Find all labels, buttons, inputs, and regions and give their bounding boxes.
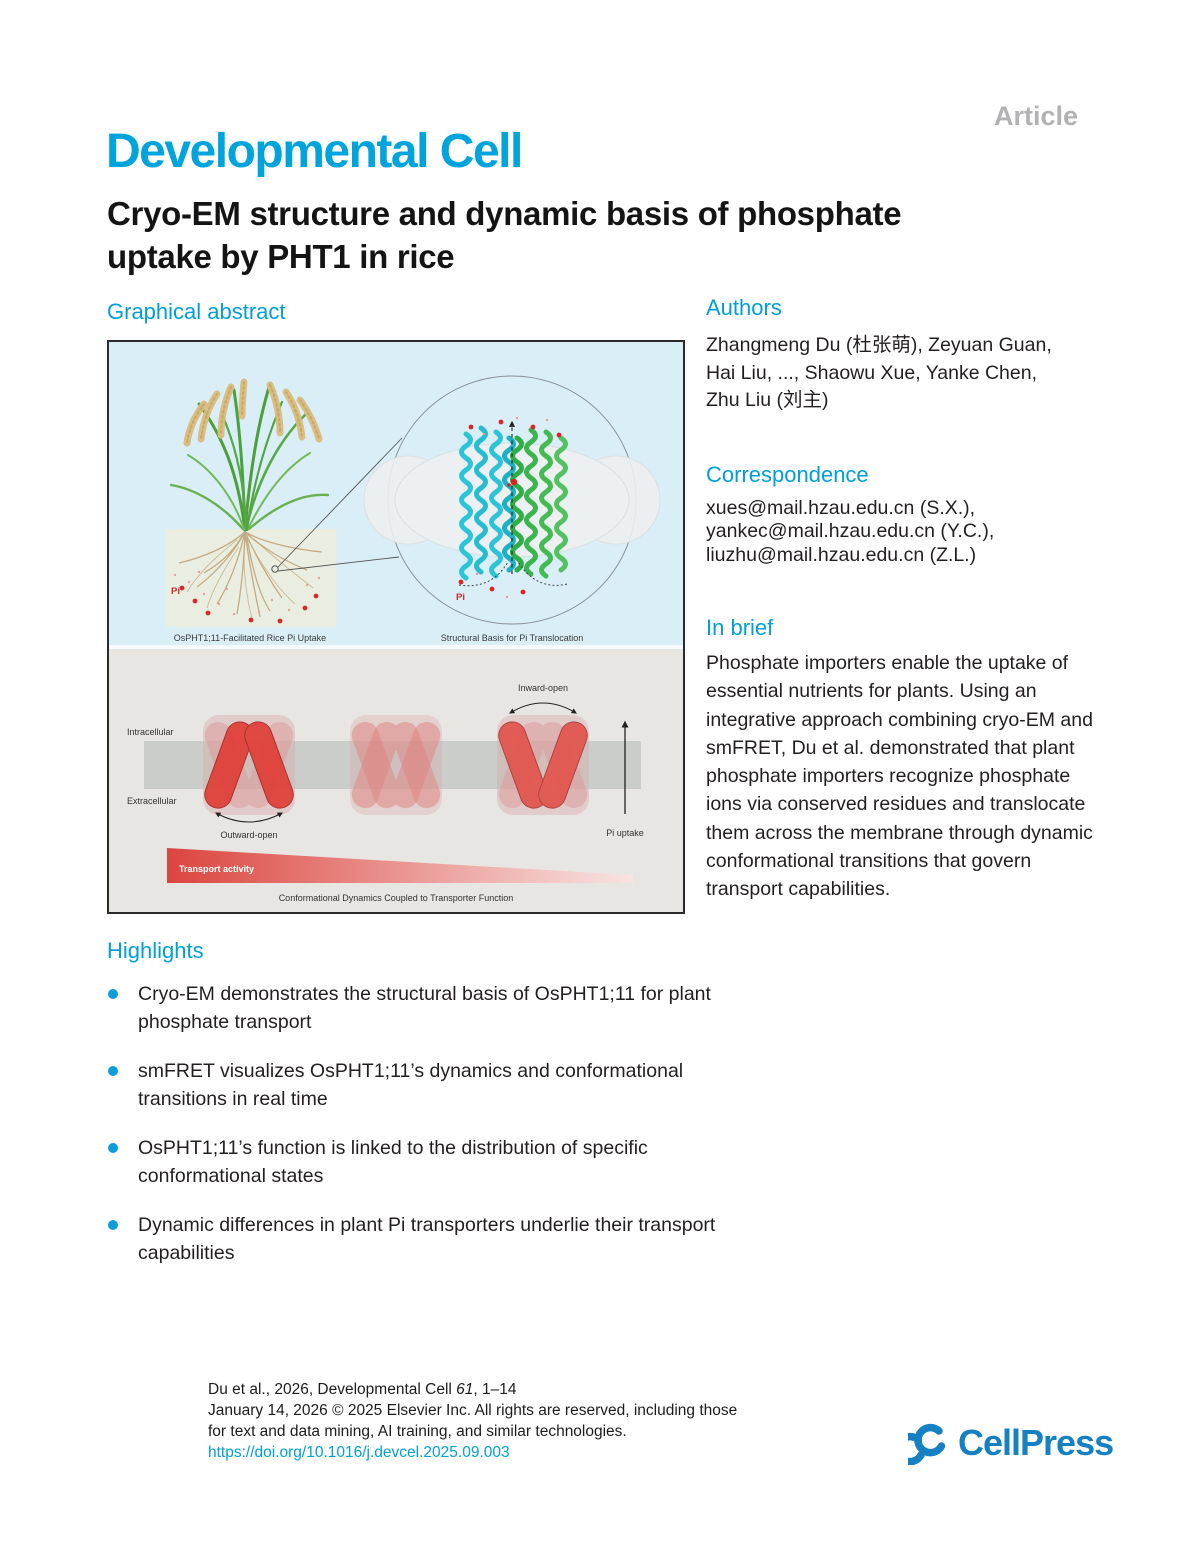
author-line: Zhangmeng Du (杜张萌), Zeyuan Guan,	[706, 334, 1052, 356]
pi-uptake-label: Pi uptake	[606, 828, 644, 838]
highlights-heading: Highlights	[107, 938, 204, 963]
in-brief-text: Phosphate importers enable the uptake of…	[706, 652, 1093, 901]
copyright-line: January 14, 2026 © 2025 Elsevier Inc. Al…	[208, 1402, 738, 1419]
cellpress-logo: CellPress	[908, 1421, 1114, 1465]
correspondence-heading: Correspondence	[706, 461, 869, 487]
correspondence-list: xues@mail.hzau.edu.cn (S.X.), yankec@mai…	[706, 497, 1098, 568]
author-line: Zhu Liu (刘主)	[706, 389, 829, 411]
author-line: Hai Liu, ..., Shaowu Xue, Yanke Chen,	[706, 361, 1037, 384]
bullet-icon	[108, 1066, 118, 1076]
correspondence-email: xues@mail.hzau.edu.cn (S.X.),	[706, 496, 976, 519]
highlight-item: smFRET visualizes OsPHT1;11’s dynamics a…	[107, 1057, 723, 1113]
highlights-section: Highlights Cryo-EM demonstrates the stru…	[107, 938, 715, 1288]
transport-activity-label: Transport activity	[179, 864, 254, 874]
graphical-abstract-figure: Pi	[107, 340, 685, 914]
article-type-label: Article	[993, 101, 1078, 131]
pi-dots-structure	[458, 416, 562, 599]
protein-structure-inset: Pi	[363, 375, 661, 625]
cellpress-logo-text: CellPress	[958, 1422, 1114, 1463]
doi-link[interactable]: https://doi.org/10.1016/j.devcel.2025.09…	[208, 1444, 510, 1461]
translocation-arrow	[458, 420, 568, 587]
in-brief-heading: In brief	[706, 615, 774, 640]
correspondence-email: yankec@mail.hzau.edu.cn (Y.C.),	[706, 520, 995, 542]
transport-activity-wedge	[167, 848, 633, 883]
bullet-icon	[108, 1220, 118, 1230]
correspondence-email: liuzhu@mail.hzau.edu.cn (Z.L.)	[706, 543, 977, 566]
bullet-icon	[108, 989, 118, 999]
cellpress-logo-icon	[908, 1423, 946, 1465]
copyright-line2: for text and data mining, AI training, a…	[208, 1423, 627, 1440]
inward-open-arc	[509, 702, 577, 714]
authors-heading: Authors	[706, 295, 782, 320]
transporter-intermediate	[350, 715, 442, 815]
pi-dots-soil	[173, 570, 321, 624]
rice-panicles	[183, 378, 323, 447]
citation-volume: 61	[456, 1381, 474, 1398]
paper-title-line2: uptake by PHT1 in rice	[107, 238, 455, 275]
highlight-text: OsPHT1;11’s function is linked to the di…	[138, 1137, 648, 1187]
outward-open-label: Outward-open	[220, 830, 277, 840]
caption-rice-uptake: OsPHT1;11-Facilitated Rice Pi Uptake	[174, 633, 326, 643]
transporter-outward-open	[203, 715, 295, 815]
highlight-item: Dynamic differences in plant Pi transpor…	[107, 1211, 723, 1267]
highlight-text: Dynamic differences in plant Pi transpor…	[138, 1214, 716, 1264]
highlight-text: Cryo-EM demonstrates the structural basi…	[138, 983, 711, 1033]
pi-soil-label: Pi	[171, 586, 180, 597]
transporter-inward-open	[497, 715, 589, 815]
graphical-abstract-heading: Graphical abstract	[107, 299, 286, 324]
intracellular-label: Intracellular	[127, 727, 174, 737]
footer-citation: Du et al., 2026, Developmental Cell 61, …	[208, 1379, 737, 1463]
caption-conformational-dynamics: Conformational Dynamics Coupled to Trans…	[279, 893, 514, 903]
right-column: Authors Zhangmeng Du (杜张萌), Zeyuan Guan,…	[706, 295, 1098, 904]
rice-plant-shoots	[169, 382, 330, 532]
bullet-icon	[108, 1143, 118, 1153]
zoom-connector	[271, 437, 403, 573]
authors-list: Zhangmeng Du (杜张萌), Zeyuan Guan, Hai Liu…	[706, 332, 1098, 415]
inward-open-label: Inward-open	[518, 683, 568, 693]
citation-line: Du et al., 2026, Developmental Cell 61, …	[208, 1381, 517, 1398]
paper-title-line1: Cryo-EM structure and dynamic basis of p…	[107, 195, 902, 232]
highlight-item: OsPHT1;11’s function is linked to the di…	[107, 1134, 723, 1190]
helix-bundle-cyan	[459, 425, 516, 581]
caption-structural-basis: Structural Basis for Pi Translocation	[441, 633, 584, 643]
extracellular-label: Extracellular	[127, 796, 177, 806]
pi-circle-label: Pi	[456, 592, 465, 603]
outward-open-arc	[215, 812, 283, 823]
helix-bundle-green	[510, 427, 568, 579]
paper-title: Cryo-EM structure and dynamic basis of p…	[107, 192, 1107, 278]
journal-logo: Developmental Cell	[106, 125, 523, 178]
highlight-text: smFRET visualizes OsPHT1;11’s dynamics a…	[138, 1060, 684, 1110]
rice-roots	[178, 531, 323, 623]
highlight-item: Cryo-EM demonstrates the structural basi…	[107, 980, 723, 1036]
graphical-abstract-svg: Pi	[109, 342, 683, 912]
